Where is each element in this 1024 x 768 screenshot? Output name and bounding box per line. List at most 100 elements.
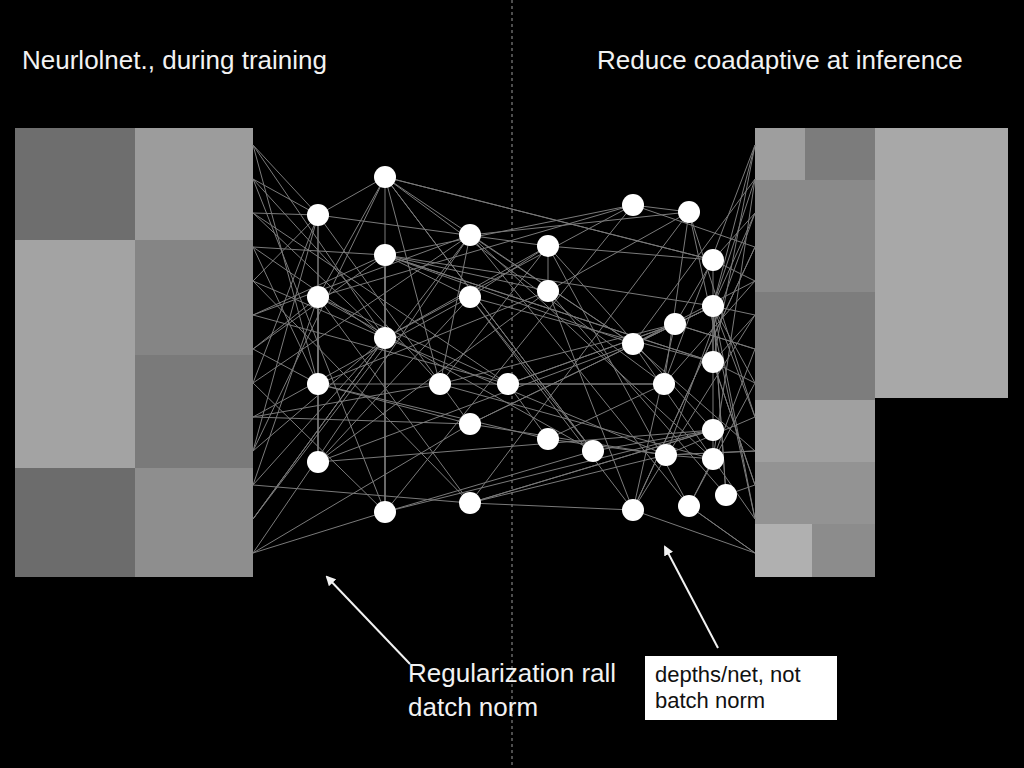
neuron-circle xyxy=(678,201,700,223)
network-wire xyxy=(713,179,755,306)
network-wire xyxy=(470,297,713,362)
neuron-circle xyxy=(307,286,329,308)
network-wire xyxy=(385,177,440,384)
neuron-circle xyxy=(537,428,559,450)
right-output-block xyxy=(755,128,1008,577)
network-wire xyxy=(508,324,675,384)
network-wire xyxy=(318,297,508,384)
network-wire xyxy=(713,179,755,459)
network-wire xyxy=(385,177,593,451)
leader-arrow xyxy=(327,577,410,664)
neuron-circle xyxy=(459,224,481,246)
neuron-circle xyxy=(307,373,329,395)
grid-cell xyxy=(135,128,253,240)
network-wire xyxy=(253,424,470,553)
panel-heading: Neurlolnet., during training xyxy=(22,44,442,76)
network-wire xyxy=(253,485,470,503)
network-wire xyxy=(253,247,318,384)
network-wire xyxy=(318,215,319,462)
grid-cell xyxy=(15,468,135,577)
network-wire xyxy=(548,384,664,439)
network-wire xyxy=(318,430,713,462)
network-wire xyxy=(253,349,318,384)
network-wire xyxy=(253,281,385,338)
grid-cell xyxy=(15,128,135,240)
network-wire xyxy=(253,247,385,255)
network-wire xyxy=(689,212,755,519)
network-wire xyxy=(253,235,470,519)
neuron-circle xyxy=(655,444,677,466)
network-wire xyxy=(253,281,470,503)
network-wire xyxy=(318,215,470,424)
network-wire xyxy=(470,430,713,503)
network-wire xyxy=(713,306,755,519)
network-wire xyxy=(253,213,385,338)
neuron-circle xyxy=(664,313,686,335)
network-wire xyxy=(318,297,470,462)
neuron-circle xyxy=(459,286,481,308)
network-wire xyxy=(548,291,633,510)
network-wire xyxy=(470,424,666,455)
network-wire xyxy=(633,281,755,344)
network-wire xyxy=(253,297,318,349)
neuron-circle xyxy=(459,492,481,514)
grid-cell xyxy=(812,524,875,577)
neuron-circle xyxy=(537,280,559,302)
neuron-circle xyxy=(374,501,396,523)
grid-cell xyxy=(875,128,1008,398)
network-wire xyxy=(508,384,664,385)
network-wire xyxy=(548,246,689,506)
neuron-circle xyxy=(702,448,724,470)
neuron-circle xyxy=(622,499,644,521)
network-wire xyxy=(713,306,755,383)
network-wire xyxy=(253,179,318,215)
network-wire xyxy=(253,235,470,383)
network-wire xyxy=(385,177,713,260)
leader-arrow xyxy=(665,547,718,648)
network-wire xyxy=(470,235,713,459)
neuron-circle xyxy=(459,413,481,435)
grid-cell xyxy=(805,128,875,180)
network-wire xyxy=(508,324,675,384)
grid-cell xyxy=(755,524,812,577)
network-wire xyxy=(385,205,633,512)
network-wire xyxy=(713,145,755,306)
network-connections xyxy=(253,145,755,553)
neuron-circle xyxy=(497,373,519,395)
network-wire xyxy=(633,510,755,553)
callout-label: Regularization rall datch norm xyxy=(408,656,623,724)
neuron-circle xyxy=(374,327,396,349)
network-wire xyxy=(253,512,385,553)
network-wire xyxy=(689,212,755,417)
network-wire xyxy=(470,297,593,451)
neuron-circle xyxy=(622,333,644,355)
grid-cell xyxy=(755,128,805,180)
grid-cell xyxy=(135,468,253,577)
network-wire xyxy=(470,212,689,235)
grid-cell xyxy=(135,240,253,355)
network-wire xyxy=(470,430,713,503)
neuron-circle xyxy=(429,373,451,395)
network-wire xyxy=(318,344,633,462)
network-wire xyxy=(318,177,385,297)
neuron-circle xyxy=(702,351,724,373)
neuron-circle xyxy=(702,419,724,441)
network-wire xyxy=(633,247,755,510)
neuron-circle xyxy=(582,440,604,462)
network-wire xyxy=(318,384,664,385)
neuron-circle xyxy=(374,166,396,188)
neuron-circle xyxy=(307,451,329,473)
network-wire xyxy=(385,255,470,297)
network-wire xyxy=(440,246,548,384)
left-input-block xyxy=(15,128,253,577)
neuron-circle xyxy=(537,235,559,257)
neuron-circle xyxy=(715,484,737,506)
network-wire xyxy=(253,215,318,281)
network-wire xyxy=(318,297,470,503)
neuron-circle xyxy=(307,204,329,226)
grid-cell xyxy=(135,355,253,468)
callout-text: depths/net, not batch norm xyxy=(655,662,827,714)
grid-cell xyxy=(15,240,135,468)
network-wire xyxy=(318,215,319,462)
network-wire xyxy=(548,246,713,430)
